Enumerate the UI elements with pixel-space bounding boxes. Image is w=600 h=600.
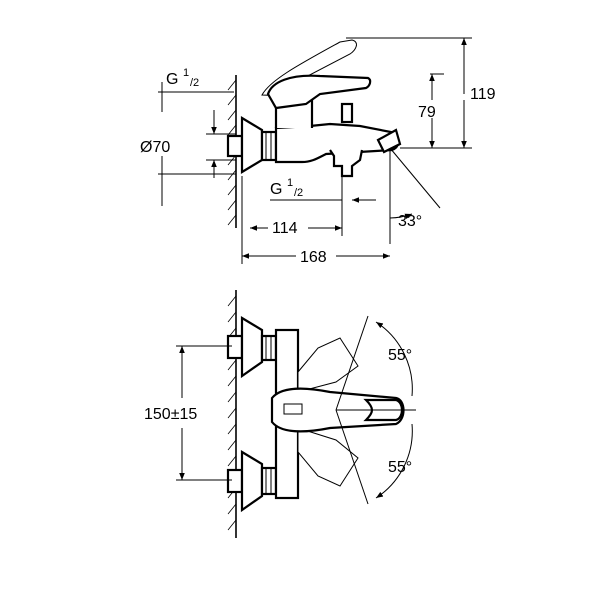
dim-centers-label: 150±15 — [144, 406, 197, 423]
wall-connection-lower — [226, 450, 278, 513]
mixer-body-side — [274, 96, 402, 178]
dim-angle-down: 55° — [335, 409, 413, 505]
angle-down-label: 55° — [388, 459, 412, 476]
diameter-label: Ø70 — [140, 139, 170, 156]
dim-heights: 119 79 — [346, 37, 496, 149]
wall-hatching-bottom — [227, 290, 237, 538]
dim-angle-spout: 33° — [389, 147, 441, 244]
thread-top-label: G — [166, 71, 178, 88]
dim-diameter: Ø70 — [140, 139, 236, 206]
angle-spout: 33° — [398, 213, 422, 230]
front-view: 150±15 55° 55° — [140, 290, 416, 538]
dim-angle-up: 55° — [335, 315, 416, 411]
mixer-body-front — [270, 328, 405, 500]
lever-side — [261, 39, 372, 110]
dim-centers: 150±15 — [140, 345, 232, 481]
dim-spout-reach: 114 — [272, 220, 298, 237]
angle-up-label: 55° — [388, 347, 412, 364]
dim-total-depth: 168 — [300, 249, 327, 266]
wall-connection-side — [226, 116, 278, 174]
thread-bottom-sub: /2 — [294, 187, 303, 199]
dim-thread-top: G 1 /2 — [158, 67, 236, 178]
dim-thread-bottom: G 1 /2 — [270, 176, 376, 236]
thread-bottom-sup: 1 — [287, 177, 293, 189]
dim-depths: 114 168 — [241, 176, 390, 266]
dim-height-spout: 79 — [418, 104, 436, 121]
wall-connection-upper — [226, 316, 278, 379]
dim-height-total: 119 — [470, 86, 496, 103]
thread-bottom-label: G — [270, 181, 282, 198]
thread-top-sub: /2 — [190, 77, 199, 89]
thread-top-sup: 1 — [183, 67, 189, 79]
side-view: G 1 /2 Ø70 119 79 G 1 /2 — [140, 37, 496, 266]
